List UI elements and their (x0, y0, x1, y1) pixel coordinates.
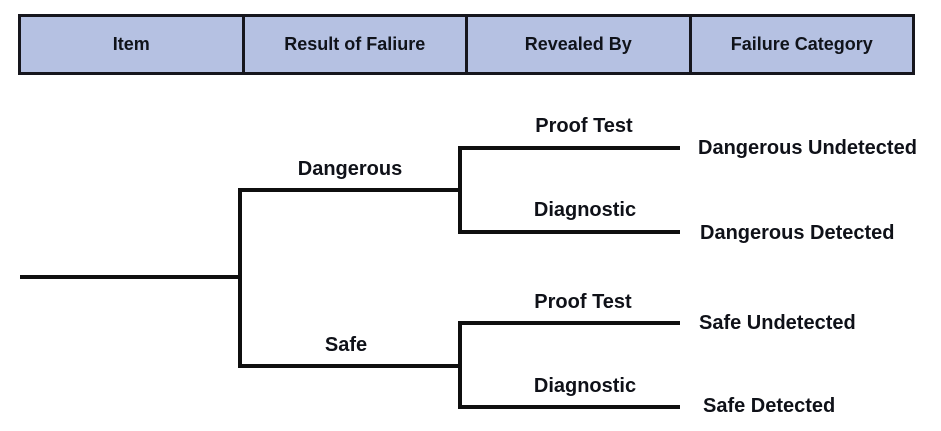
category-safe-detected: Safe Detected (703, 395, 836, 417)
safe-split-connector (458, 321, 462, 409)
header-cell-revealed-by: Revealed By (465, 17, 689, 72)
proof-test-dangerous-line (458, 146, 680, 150)
diagnostic-dangerous-line (458, 230, 680, 234)
diagnostic-safe-label: Diagnostic (533, 375, 637, 397)
diagnostic-dangerous-label: Diagnostic (533, 199, 637, 221)
dangerous-branch-label: Dangerous (297, 158, 403, 180)
safe-branch-line (238, 364, 462, 368)
root-branch-line (20, 275, 242, 279)
category-dangerous-detected: Dangerous Detected (700, 222, 895, 244)
result-split-connector (238, 188, 242, 368)
header-cell-result-of-failure: Result of Faliure (241, 17, 466, 72)
header-cell-item: Item (112, 34, 150, 54)
header-table: Item Result of Faliure Revealed By Failu… (18, 14, 915, 75)
diagnostic-safe-line (458, 405, 680, 409)
category-safe-undetected: Safe Undetected (699, 312, 856, 334)
proof-test-dangerous-label: Proof Test (535, 115, 633, 137)
proof-test-safe-line (458, 321, 680, 325)
header-cell-failure-category: Failure Category (688, 17, 913, 72)
dangerous-split-connector (458, 146, 462, 234)
dangerous-branch-line (238, 188, 462, 192)
category-dangerous-undetected: Dangerous Undetected (698, 137, 917, 159)
safe-branch-label: Safe (324, 334, 368, 356)
proof-test-safe-label: Proof Test (534, 291, 632, 313)
